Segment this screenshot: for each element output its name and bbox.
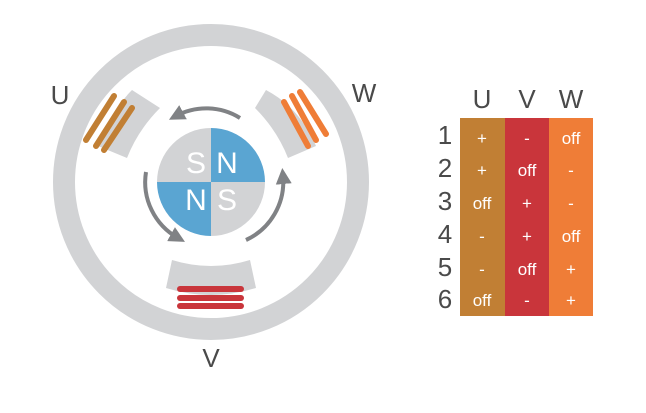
row-step-5: 5 <box>438 252 452 282</box>
cell-row6-w: + <box>566 291 576 310</box>
rotor-quadrant-top-left <box>157 128 211 182</box>
coil-u <box>83 93 135 153</box>
cell-row1-u: + <box>477 129 487 148</box>
column-header-u: U <box>473 84 492 114</box>
cell-row3-u: off <box>473 194 492 213</box>
row-step-6: 6 <box>438 284 452 314</box>
cell-row2-u: + <box>477 161 487 180</box>
rotor-letter-top-left: S <box>186 147 206 180</box>
rotation-arrow-top <box>168 105 242 120</box>
rotor-quadrant-top-right <box>211 128 265 182</box>
cell-row4-v: + <box>522 227 532 246</box>
rotor-letter-bottom-right: S <box>217 184 237 217</box>
rotor-quadrant-bottom-right <box>211 182 265 236</box>
cell-row2-w: - <box>568 161 574 180</box>
phase-label-w: W <box>352 78 377 108</box>
phase-label-u: U <box>51 80 70 110</box>
row-step-2: 2 <box>438 153 452 183</box>
cell-row2-v: off <box>518 161 537 180</box>
cell-row5-v: off <box>518 260 537 279</box>
stator-ring <box>53 24 369 340</box>
column-w-fill <box>549 118 593 316</box>
row-step-3: 3 <box>438 186 452 216</box>
cell-row3-v: + <box>522 194 532 213</box>
row-step-1: 1 <box>438 120 452 150</box>
column-v-fill <box>505 118 549 316</box>
cell-row6-v: - <box>524 291 530 310</box>
rotor-letter-top-right: N <box>216 147 238 180</box>
cell-row4-w: off <box>562 227 581 246</box>
coil-w <box>281 89 329 149</box>
stator-pole-w <box>255 90 316 158</box>
rotor-letter-bottom-left: N <box>185 184 207 217</box>
column-header-v: V <box>518 84 536 114</box>
rotation-arrow-right <box>245 168 292 242</box>
cell-row1-w: off <box>562 129 581 148</box>
cell-row3-w: - <box>568 194 574 213</box>
phase-label-v: V <box>202 343 220 373</box>
column-header-w: W <box>559 84 584 114</box>
row-step-4: 4 <box>438 219 452 249</box>
cell-row6-u: off <box>473 291 492 310</box>
column-u-fill <box>460 118 505 316</box>
cell-row5-w: + <box>566 260 576 279</box>
rotor: S N N S <box>157 128 265 236</box>
cell-row1-v: - <box>524 129 530 148</box>
rotation-arrow-left <box>143 171 185 242</box>
cell-row4-u: - <box>479 227 485 246</box>
coil-v <box>177 286 244 309</box>
cell-row5-u: - <box>479 260 485 279</box>
rotor-quadrant-bottom-left <box>157 182 211 236</box>
commutation-table: U V W 1 + - off 2 + off - 3 off + - 4 - … <box>438 84 593 316</box>
